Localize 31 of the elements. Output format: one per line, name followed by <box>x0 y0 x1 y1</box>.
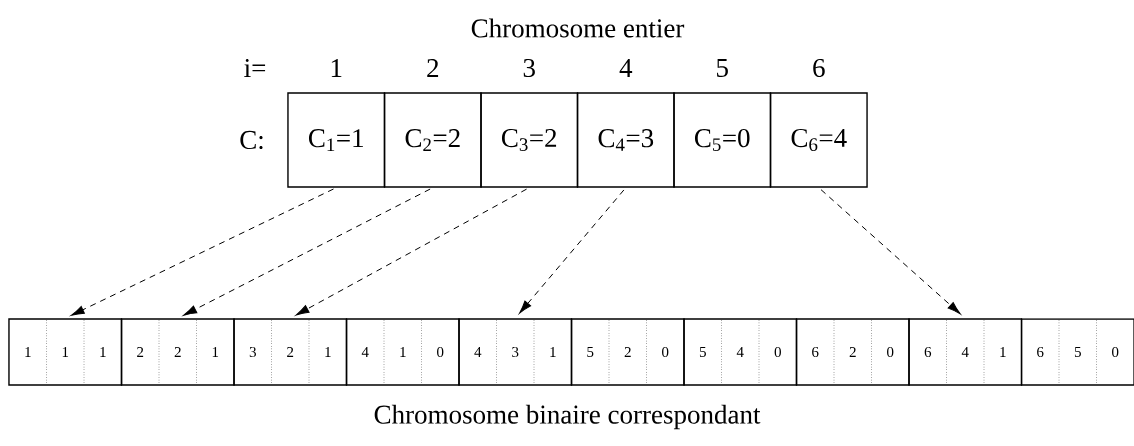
bit-group: 1 1 1 <box>8 318 123 386</box>
bit-group: 2 2 1 <box>120 318 235 386</box>
dashed-arrow <box>295 188 528 316</box>
gene-cell: C$_{6}$=4 <box>769 92 868 188</box>
bit-group: 5 2 0 <box>570 318 685 386</box>
row-label: C: <box>240 130 263 150</box>
dashed-arrow <box>820 189 961 315</box>
bit-group: 6 2 0 <box>795 318 910 386</box>
bit-group: 6 5 0 <box>1020 318 1134 386</box>
gene-cell: C$_{3}$=2 <box>480 92 579 188</box>
index-label: i= <box>244 59 266 77</box>
dashed-arrow <box>183 188 431 316</box>
gene-cell: C$_{2}$=2 <box>383 92 482 188</box>
bit-group: 3 2 1 <box>233 318 348 386</box>
column-number: 1 <box>331 59 342 77</box>
column-number: 2 <box>427 59 439 77</box>
caption: Chromosome binaire correspondant <box>374 404 761 430</box>
bit-group: 6 4 1 <box>908 318 1023 386</box>
column-number: 5 <box>717 59 728 77</box>
heading: Chromosome entier <box>471 18 685 38</box>
dashed-arrow <box>70 188 334 316</box>
bit-group: 4 1 0 <box>345 318 460 386</box>
dashed-arrow <box>519 189 625 314</box>
bit-group: 5 4 0 <box>683 318 798 386</box>
gene-cell: C$_{1}$=1 <box>287 92 386 188</box>
column-number: 3 <box>523 58 535 78</box>
gene-cell: C$_{5}$=0 <box>673 92 772 188</box>
column-number: 4 <box>619 59 633 77</box>
column-number: 6 <box>813 58 825 78</box>
gene-cell: C$_{4}$=3 <box>576 92 675 188</box>
bit-group: 4 3 1 <box>458 318 573 386</box>
